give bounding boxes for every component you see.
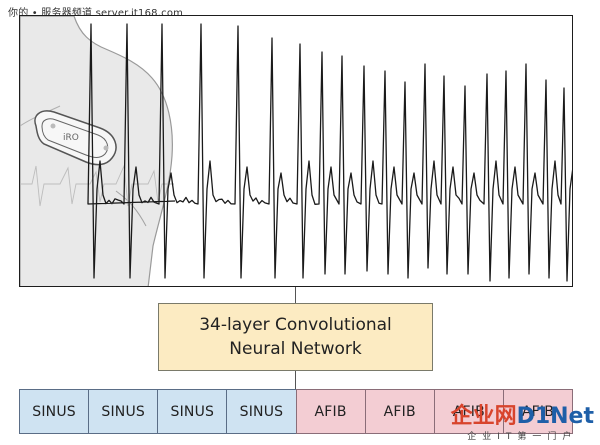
rhythm-label-sinus: SINUS — [19, 389, 89, 434]
network-title-line1: 34-layer Convolutional — [199, 315, 392, 335]
connector-line-top — [295, 287, 296, 304]
patch-device: iRO — [34, 110, 117, 166]
ecg-trace — [87, 23, 572, 282]
svg-text:iRO: iRO — [63, 133, 79, 143]
connector-line-bottom — [295, 371, 296, 389]
rhythm-label-afib: AFIB — [502, 389, 573, 434]
watermark-brand-accent: D1Net — [516, 404, 594, 429]
rhythm-label-sinus: SINUS — [88, 389, 158, 434]
watermark-brand-main: 企业网 — [450, 404, 517, 429]
network-title-line2: Neural Network — [229, 339, 362, 359]
rhythm-label-afib: AFIB — [295, 389, 365, 434]
watermark-brand: 企业网D1Net 企业IT第一门户 — [450, 404, 594, 443]
ecg-illustration: iRO — [20, 16, 572, 286]
rhythm-label-sinus: SINUS — [226, 389, 296, 434]
ecg-panel: iRO — [19, 15, 573, 287]
network-box: 34-layer Convolutional Neural Network — [158, 303, 433, 371]
rhythm-label-afib: AFIB — [433, 389, 503, 434]
ecg-trace-faint — [20, 164, 174, 207]
watermark-brand-sub: 企业IT第一门户 — [467, 432, 578, 442]
rhythm-label-sinus: SINUS — [157, 389, 227, 434]
rhythm-label-afib: AFIB — [364, 389, 434, 434]
